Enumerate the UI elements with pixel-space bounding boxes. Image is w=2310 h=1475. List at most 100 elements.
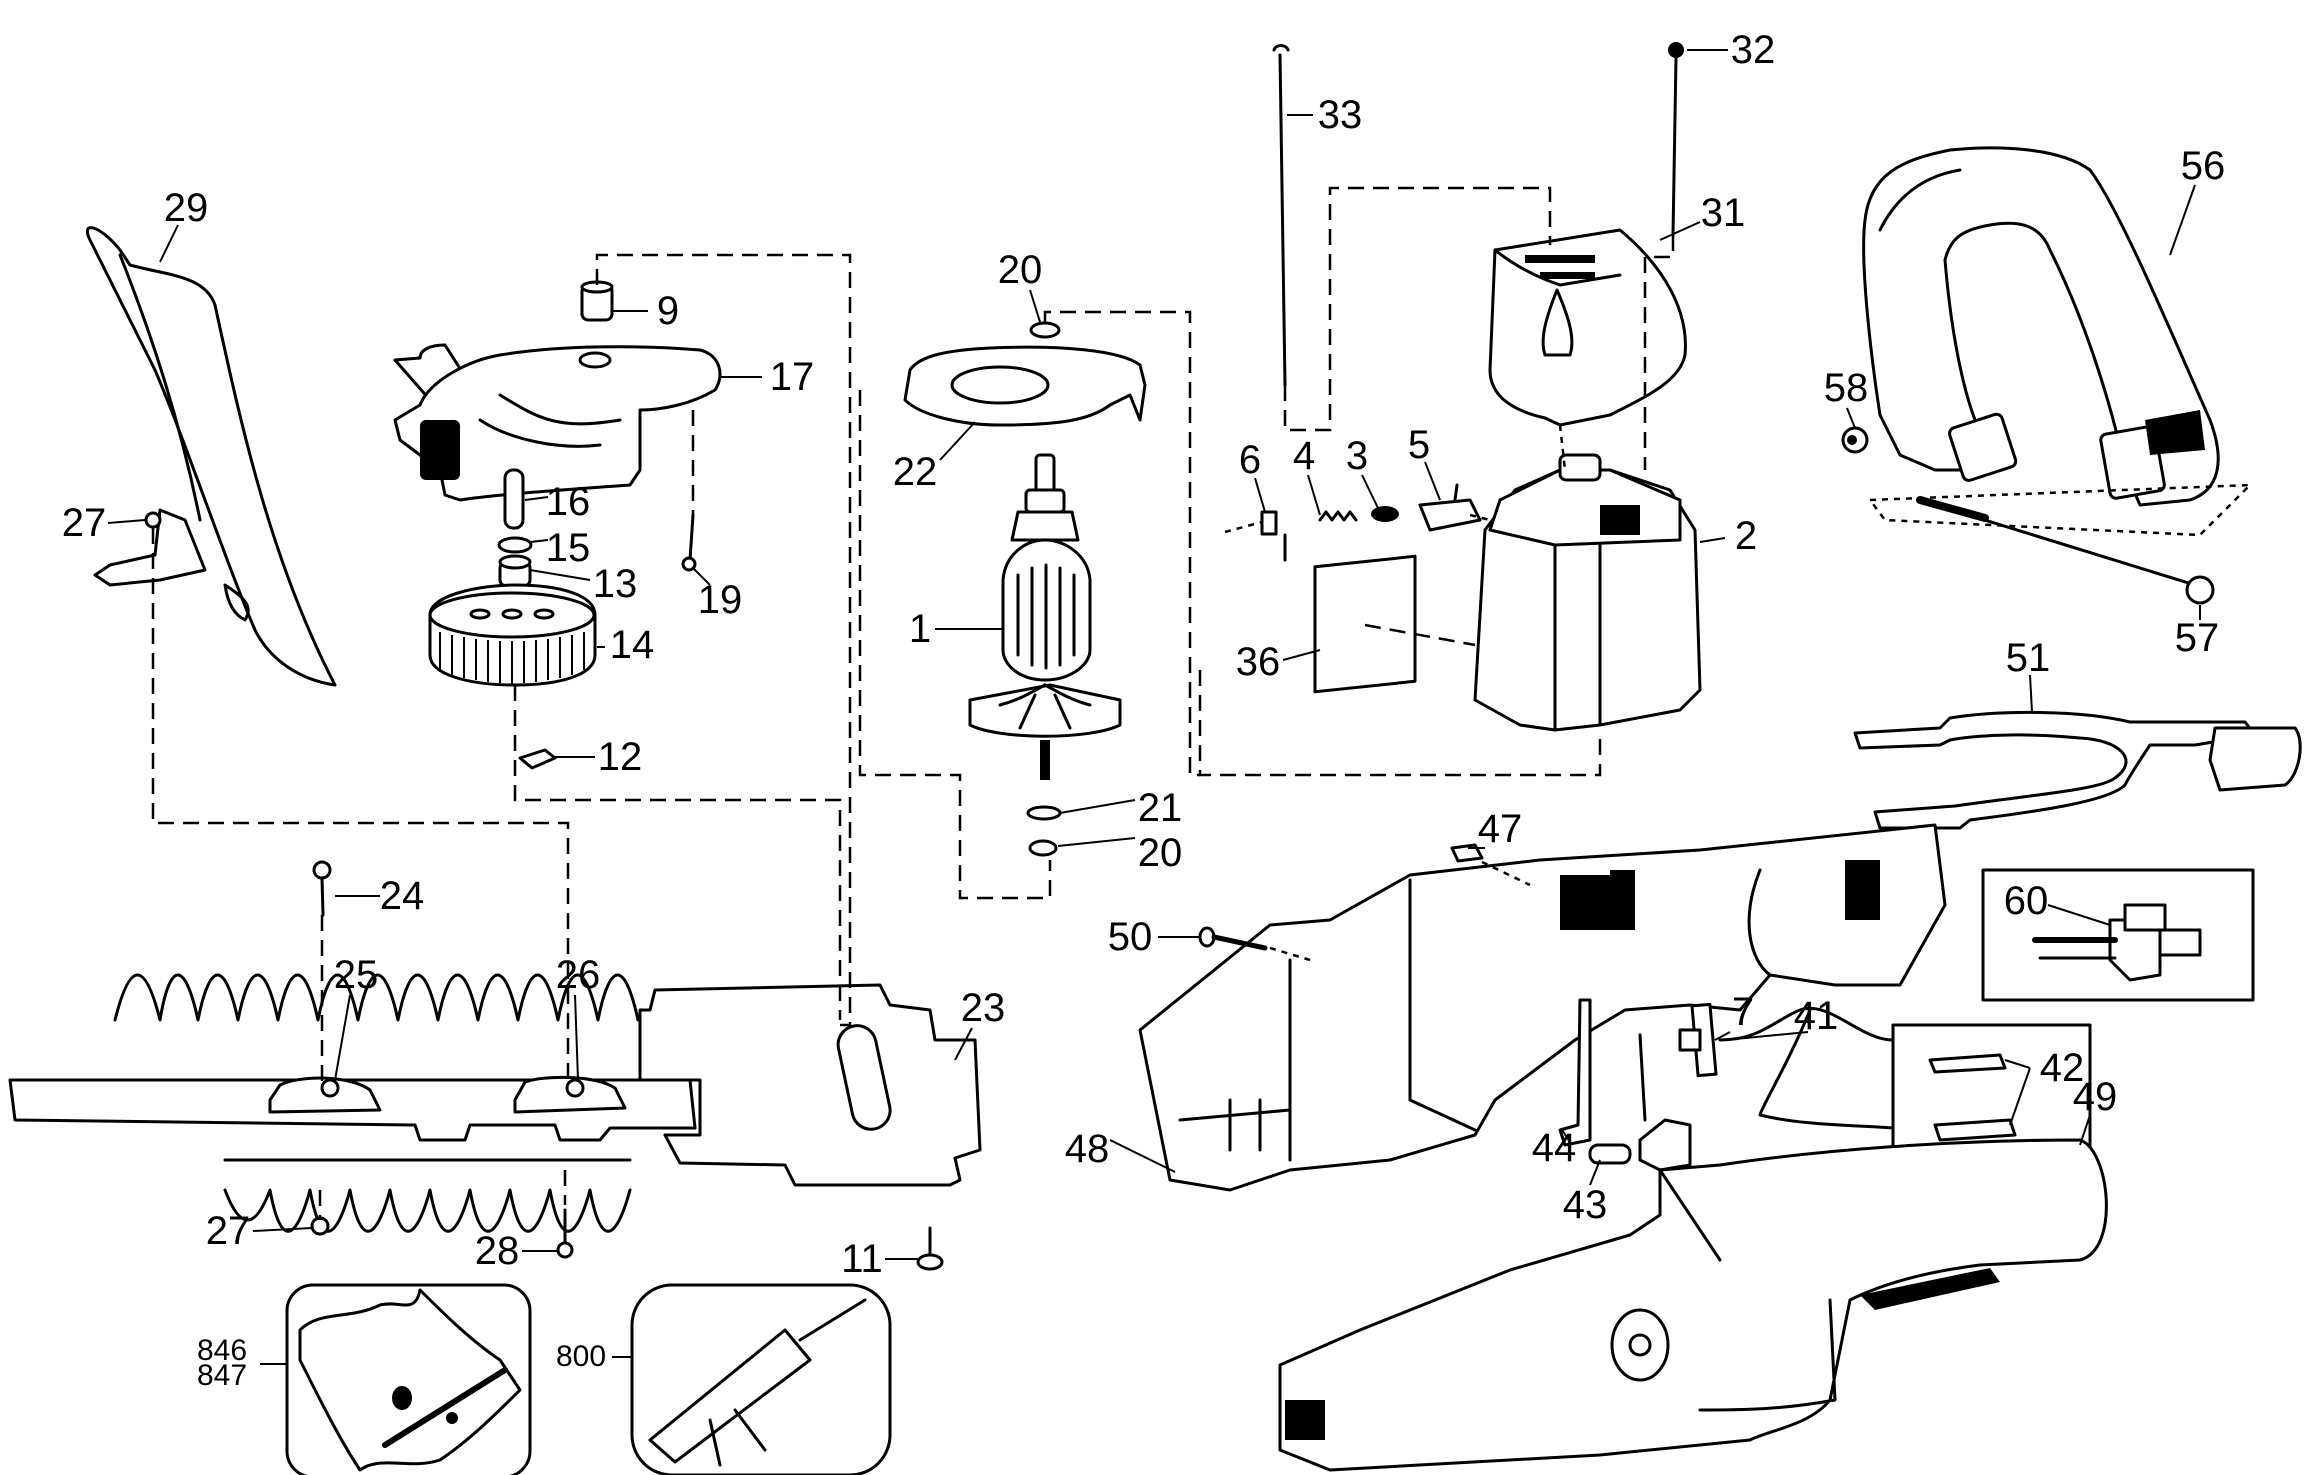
assembly-path-brush xyxy=(1224,513,1491,534)
part-56-mount-outline xyxy=(1867,483,2254,537)
assembly-path-nameplate xyxy=(1364,623,1476,647)
callout-3: 3 xyxy=(1345,434,1369,478)
callout-49: 49 xyxy=(2072,1075,2118,1119)
callout-846: 846 xyxy=(196,1334,248,1367)
callout-4: 4 xyxy=(1292,434,1316,478)
part-5-brush-holder xyxy=(1418,483,1482,532)
part-24-screw xyxy=(312,860,332,917)
callout-50: 50 xyxy=(1107,915,1153,959)
assembly-path-gear xyxy=(513,685,842,1020)
callout-42: 42 xyxy=(2039,1046,2085,1090)
callout-19: 19 xyxy=(697,578,743,622)
part-16-pin xyxy=(503,468,525,530)
assembly-path-gearcase xyxy=(595,253,852,1027)
part-20-washer-bottom xyxy=(1028,839,1058,857)
callout-44: 44 xyxy=(1531,1126,1577,1170)
leader-lines xyxy=(107,49,2201,1365)
callout-27-bottom: 27 xyxy=(205,1209,251,1253)
callout-25: 25 xyxy=(333,953,379,997)
assembly-path-guard xyxy=(151,528,570,1085)
part-21-washer xyxy=(1026,805,1062,821)
part-32-screw xyxy=(1668,42,1684,237)
assembly-path-armature-top xyxy=(1043,310,1200,777)
part-3-brush xyxy=(1371,506,1399,522)
assembly-path-endcap xyxy=(1558,424,1567,471)
callout-51: 51 xyxy=(2005,636,2051,680)
callout-41: 41 xyxy=(1793,994,1839,1038)
part-36-nameplate xyxy=(1313,554,1417,694)
callout-800: 800 xyxy=(555,1340,607,1373)
part-51-hand-guard xyxy=(1853,710,2302,830)
part-1-armature xyxy=(968,453,1122,780)
part-15-washer xyxy=(497,536,533,554)
callout-9: 9 xyxy=(656,289,680,333)
assembly-path-screw-32 xyxy=(1643,235,1675,470)
assembly-path-label-47 xyxy=(1481,860,1531,887)
callout-28: 28 xyxy=(474,1229,520,1273)
callout-32: 32 xyxy=(1730,28,1776,72)
part-19-screw xyxy=(681,513,697,572)
part-4-spring xyxy=(1318,510,1358,522)
part-50-screw xyxy=(1198,926,1268,951)
part-9-bushing xyxy=(580,280,614,322)
callout-56: 56 xyxy=(2180,144,2226,188)
callout-31: 31 xyxy=(1700,191,1746,235)
part-56-front-handle xyxy=(1862,146,2220,507)
callout-847: 847 xyxy=(196,1359,248,1392)
part-13-bearing xyxy=(498,554,532,588)
callout-17: 17 xyxy=(769,355,815,399)
callout-22: 22 xyxy=(892,450,938,494)
part-7-switch xyxy=(1678,1002,1718,1078)
part-11-screw xyxy=(916,1226,944,1271)
part-20-washer-top xyxy=(1029,321,1061,339)
part-23-blade-assembly xyxy=(8,973,982,1233)
part-29-blade-guard xyxy=(85,226,337,687)
callout-14: 14 xyxy=(609,623,655,667)
part-12-slide-block xyxy=(518,748,557,770)
assembly-path-armature-bottom xyxy=(858,390,1052,900)
part-27-nut-top xyxy=(144,511,162,529)
part-48-housing-half xyxy=(1138,823,1947,1192)
callout-2: 2 xyxy=(1734,514,1758,558)
part-57-screw xyxy=(1916,496,2215,605)
part-44-lever xyxy=(1558,998,1592,1147)
callout-20-top: 20 xyxy=(997,248,1043,292)
callout-36: 36 xyxy=(1235,640,1281,684)
part-2-field-housing xyxy=(1473,453,1702,732)
part-33-screw xyxy=(1272,44,1290,387)
callout-47: 47 xyxy=(1477,807,1523,851)
callout-5: 5 xyxy=(1407,423,1431,467)
callout-58: 58 xyxy=(1823,366,1869,410)
callout-33: 33 xyxy=(1317,93,1363,137)
assembly-path-screw-33 xyxy=(1283,186,1552,432)
callout-29: 29 xyxy=(163,186,209,230)
part-31-end-cap xyxy=(1488,228,1687,427)
part-49-housing-half xyxy=(1278,1138,2108,1472)
kit-box-800 xyxy=(630,1283,892,1475)
callout-57: 57 xyxy=(2174,616,2220,660)
callout-12: 12 xyxy=(597,735,643,779)
callout-24: 24 xyxy=(379,874,425,918)
part-22-baffle xyxy=(903,345,1147,427)
callout-27-top: 27 xyxy=(61,501,107,545)
part-28-screw xyxy=(556,1208,574,1259)
callout-60: 60 xyxy=(2003,879,2049,923)
part-60-plug xyxy=(1981,868,2255,1002)
callout-6: 6 xyxy=(1238,438,1262,482)
part-58-nut xyxy=(1841,426,1869,454)
callout-43: 43 xyxy=(1562,1183,1608,1227)
callout-20-bottom: 20 xyxy=(1137,831,1183,875)
callout-48: 48 xyxy=(1064,1127,1110,1171)
callout-13: 13 xyxy=(592,562,638,606)
callout-15: 15 xyxy=(545,526,591,570)
part-17-gear-case xyxy=(393,343,722,502)
callout-11: 11 xyxy=(841,1237,883,1281)
part-26-spacer xyxy=(513,1075,627,1114)
part-14-gear xyxy=(428,583,597,687)
callout-7: 7 xyxy=(1731,990,1755,1034)
callout-21: 21 xyxy=(1137,786,1183,830)
part-6-brush-terminal xyxy=(1260,510,1287,562)
part-27-nut-bottom xyxy=(310,1216,330,1236)
